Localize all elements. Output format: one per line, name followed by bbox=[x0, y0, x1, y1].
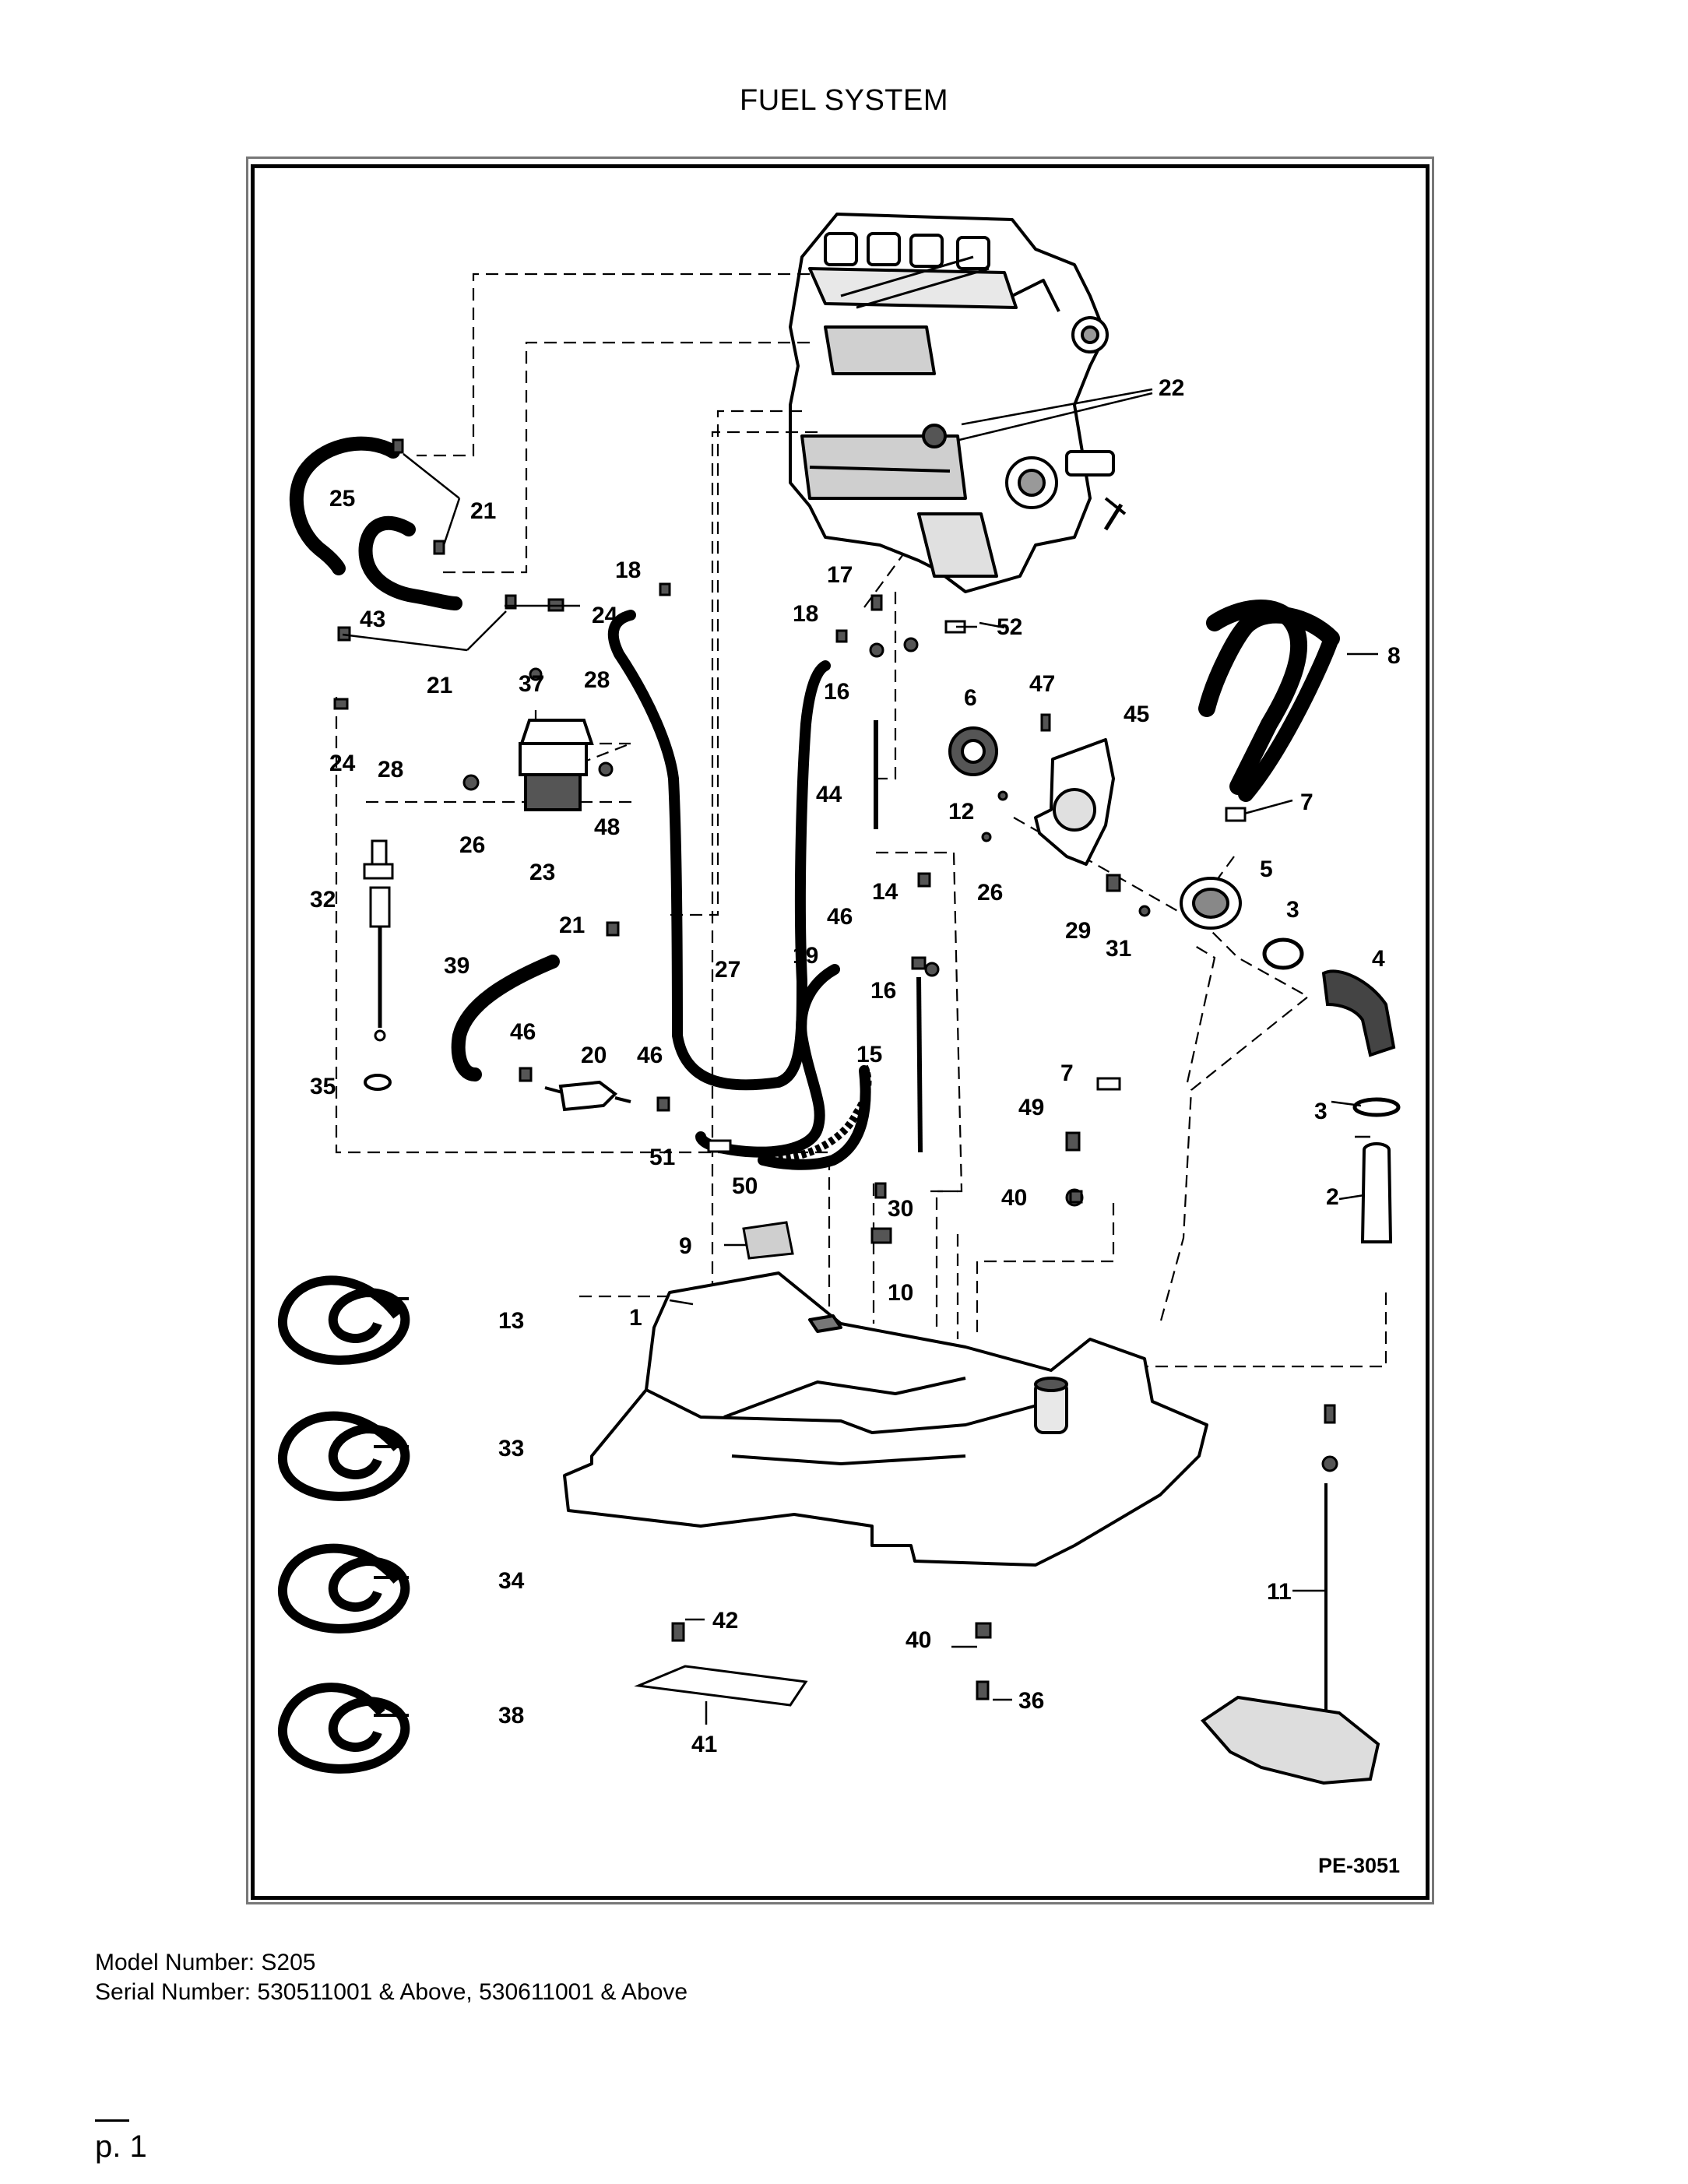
callout-9: 9 bbox=[679, 1233, 692, 1259]
fuel-gauge-sender-32 bbox=[363, 839, 394, 1042]
callout-37: 37 bbox=[519, 671, 544, 697]
callout-12: 12 bbox=[948, 799, 974, 825]
filler-tube-2 bbox=[1360, 1142, 1393, 1243]
page-rule bbox=[95, 2119, 129, 2122]
callout-16: 16 bbox=[870, 978, 896, 1004]
callout-35: 35 bbox=[310, 1074, 336, 1099]
serial-number: Serial Number: 530511001 & Above, 530611… bbox=[95, 1979, 688, 2005]
callout-17: 17 bbox=[827, 562, 853, 588]
callout-46: 46 bbox=[827, 904, 853, 930]
callout-42: 42 bbox=[712, 1608, 738, 1634]
callout-26: 26 bbox=[459, 832, 485, 858]
callout-5: 5 bbox=[1260, 856, 1273, 882]
elbow-hose-4 bbox=[1321, 969, 1396, 1057]
hose-8 bbox=[1198, 606, 1340, 802]
callout-19: 19 bbox=[793, 943, 818, 969]
callout-10: 10 bbox=[888, 1280, 913, 1306]
sleeve-50 bbox=[762, 1064, 872, 1164]
callout-40: 40 bbox=[1001, 1185, 1027, 1211]
callout-28: 28 bbox=[378, 757, 403, 783]
callout-49: 49 bbox=[1018, 1095, 1044, 1120]
callout-22: 22 bbox=[1159, 375, 1184, 401]
callout-43: 43 bbox=[360, 607, 385, 632]
sender-access-11 bbox=[1200, 1483, 1380, 1785]
callout-51: 51 bbox=[649, 1145, 675, 1170]
tank-pad-9 bbox=[742, 1221, 794, 1260]
page-title: FUEL SYSTEM bbox=[739, 84, 949, 117]
callout-30: 30 bbox=[888, 1196, 913, 1222]
callout-24: 24 bbox=[592, 603, 618, 628]
callout-18: 18 bbox=[615, 557, 641, 583]
callout-34: 34 bbox=[498, 1568, 525, 1594]
inline-fuel-filter-20 bbox=[544, 1080, 631, 1112]
callout-27: 27 bbox=[715, 957, 740, 983]
callout-50: 50 bbox=[732, 1173, 758, 1199]
callout-16: 16 bbox=[824, 679, 849, 705]
diagram-outer-frame bbox=[246, 157, 1434, 1904]
callout-7: 7 bbox=[1060, 1060, 1074, 1086]
callout-47: 47 bbox=[1029, 671, 1055, 697]
callout-52: 52 bbox=[997, 614, 1022, 640]
fuel-cap-6 bbox=[948, 726, 998, 776]
hose-coils bbox=[278, 1275, 410, 1774]
model-number: Model Number: S205 bbox=[95, 1950, 316, 1975]
o-ring-35 bbox=[364, 1074, 392, 1091]
callout-11: 11 bbox=[1267, 1579, 1292, 1605]
callout-15: 15 bbox=[856, 1042, 882, 1067]
callout-3: 3 bbox=[1286, 897, 1299, 923]
tank-bracket-45 bbox=[1034, 738, 1115, 866]
engine-assembly bbox=[789, 213, 1127, 593]
small-fittings bbox=[333, 438, 1338, 1700]
callout-2: 2 bbox=[1326, 1184, 1339, 1210]
callout-48: 48 bbox=[594, 814, 620, 840]
cover-plate-41 bbox=[634, 1665, 808, 1707]
callout-1: 1 bbox=[629, 1305, 642, 1331]
callout-36: 36 bbox=[1018, 1688, 1044, 1714]
page-number: p. 1 bbox=[95, 2129, 147, 2164]
callout-39: 39 bbox=[444, 953, 469, 979]
callout-46: 46 bbox=[637, 1043, 663, 1068]
callout-21: 21 bbox=[470, 498, 496, 524]
callout-4: 4 bbox=[1372, 946, 1385, 972]
callout-46: 46 bbox=[510, 1019, 536, 1045]
callout-18: 18 bbox=[793, 601, 818, 627]
callout-29: 29 bbox=[1065, 918, 1091, 944]
fill-neck-5 bbox=[1180, 877, 1242, 930]
callout-45: 45 bbox=[1124, 702, 1149, 727]
callout-20: 20 bbox=[581, 1043, 607, 1068]
callout-8: 8 bbox=[1387, 643, 1401, 669]
dashed-connection-lines bbox=[335, 273, 1387, 1386]
callout-40: 40 bbox=[906, 1627, 931, 1653]
fuel-tank-1 bbox=[563, 1271, 1208, 1567]
callout-31: 31 bbox=[1106, 936, 1131, 962]
callout-3: 3 bbox=[1314, 1099, 1328, 1124]
callout-7: 7 bbox=[1300, 790, 1313, 815]
callout-24: 24 bbox=[329, 751, 356, 776]
fuel-tube-15 bbox=[916, 976, 923, 1153]
callout-6: 6 bbox=[964, 685, 977, 711]
callout-38: 38 bbox=[498, 1703, 524, 1729]
leader-lines bbox=[342, 388, 1378, 1725]
callout-25: 25 bbox=[329, 486, 355, 512]
callout-26: 26 bbox=[977, 880, 1003, 906]
fuel-filter-23 bbox=[519, 719, 594, 811]
callout-21: 21 bbox=[427, 673, 452, 698]
callout-labels: 1 2 3 3 4 5 6 7 7 8 9 10 11 12 13 14 15 … bbox=[310, 375, 1401, 1757]
callout-21: 21 bbox=[559, 913, 585, 938]
callout-28: 28 bbox=[584, 667, 610, 693]
callout-32: 32 bbox=[310, 887, 336, 913]
callout-14: 14 bbox=[872, 879, 899, 905]
callout-44: 44 bbox=[816, 782, 842, 807]
clamp-3 bbox=[1262, 937, 1401, 1117]
callout-13: 13 bbox=[498, 1308, 524, 1334]
callout-41: 41 bbox=[691, 1732, 717, 1757]
callout-33: 33 bbox=[498, 1436, 524, 1461]
callout-23: 23 bbox=[529, 860, 555, 885]
diagram-frame bbox=[251, 164, 1430, 1900]
drawing-code: PE-3051 bbox=[1318, 1854, 1400, 1877]
